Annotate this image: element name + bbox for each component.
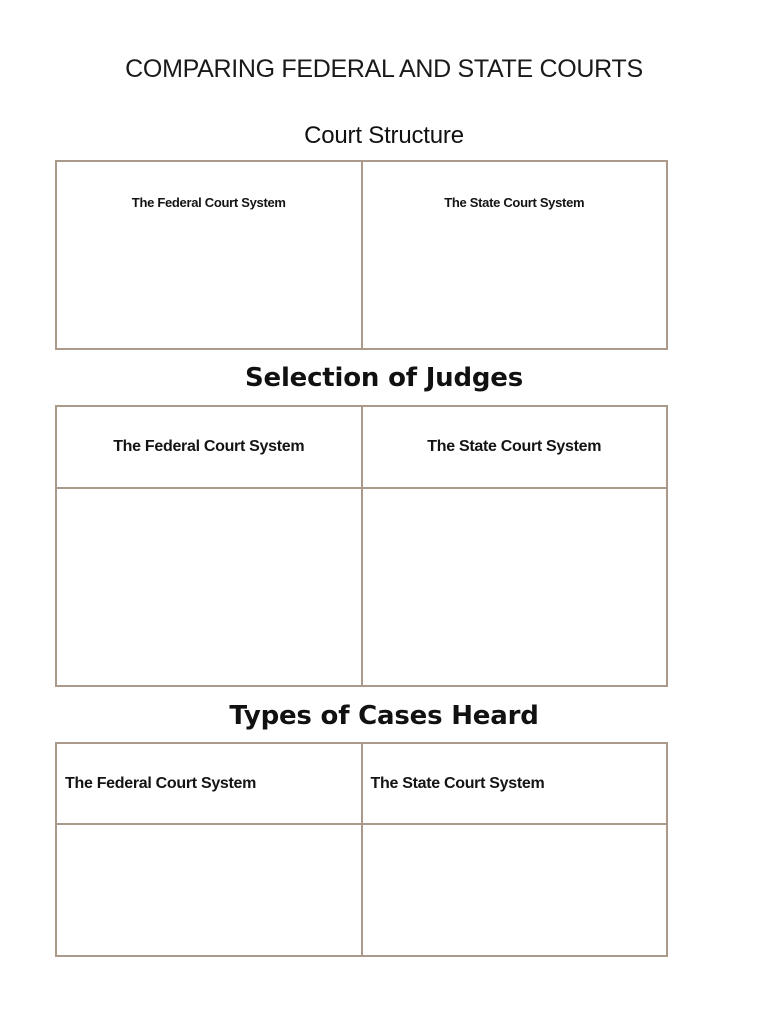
selection-judges-state-header: The State Court System — [362, 407, 666, 489]
court-structure-state-cell — [362, 242, 666, 348]
selection-judges-federal-header: The Federal Court System — [57, 407, 361, 489]
court-structure-federal-column: The Federal Court System — [57, 162, 363, 348]
selection-judges-state-cell — [362, 489, 666, 685]
types-of-cases-table: The Federal Court System The State Court… — [55, 742, 668, 957]
section-heading-court-structure: Court Structure — [304, 122, 464, 149]
types-cases-federal-header: The Federal Court System — [57, 744, 361, 825]
types-cases-federal-cell — [57, 825, 361, 955]
document-title: COMPARING FEDERAL AND STATE COURTS — [125, 55, 643, 83]
court-structure-state-header: The State Court System — [444, 194, 585, 210]
selection-of-judges-table: The Federal Court System The State Court… — [55, 405, 668, 687]
court-structure-state-column: The State Court System — [362, 162, 666, 348]
selection-judges-federal-column: The Federal Court System — [57, 407, 363, 685]
selection-judges-federal-cell — [57, 489, 361, 685]
types-cases-federal-column: The Federal Court System — [57, 744, 363, 955]
section-heading-selection-of-judges: Selection of Judges — [244, 363, 524, 393]
section-heading-types-of-cases-heard: Types of Cases Heard — [229, 701, 539, 731]
types-cases-state-column: The State Court System — [362, 744, 666, 955]
court-structure-federal-header: The Federal Court System — [131, 194, 286, 210]
types-cases-state-header: The State Court System — [362, 744, 666, 825]
selection-judges-state-column: The State Court System — [362, 407, 666, 685]
court-structure-table: The Federal Court System The State Court… — [55, 160, 668, 350]
types-cases-state-cell — [362, 825, 666, 955]
court-structure-federal-cell — [57, 242, 361, 348]
